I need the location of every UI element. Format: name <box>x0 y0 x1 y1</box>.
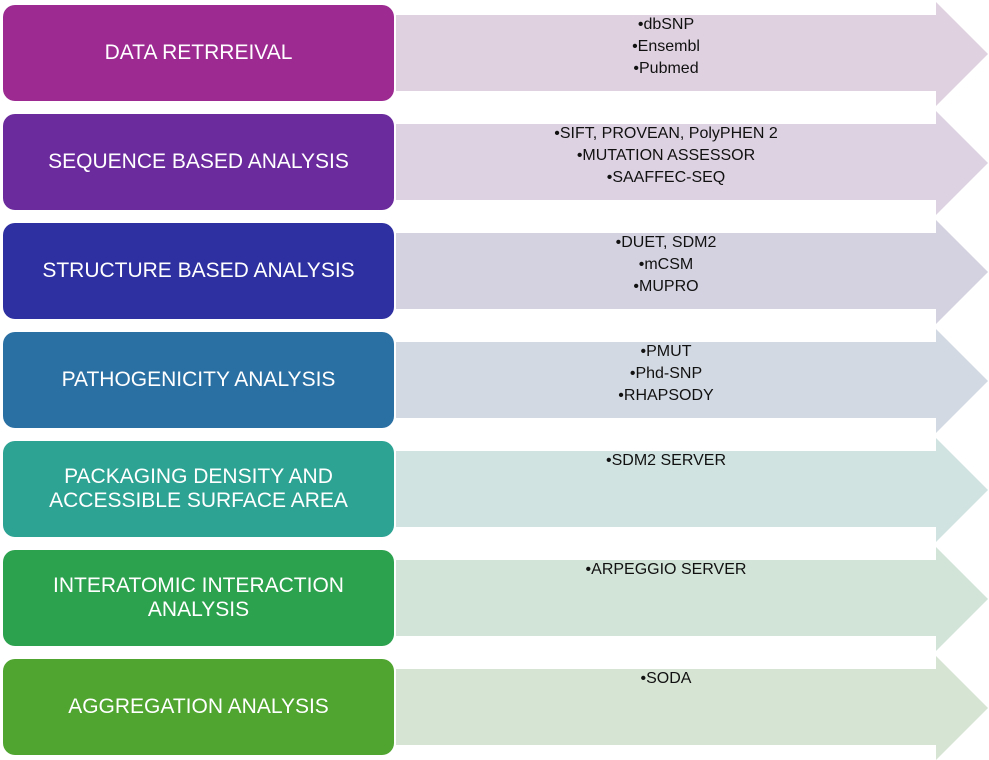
stage-label: PACKAGING DENSITY AND ACCESSIBLE SURFACE… <box>49 465 348 512</box>
tools-list: •DUET, SDM2 •mCSM •MUPRO <box>396 232 936 298</box>
tool-item: •MUTATION ASSESSOR <box>576 147 756 164</box>
arrow-shape <box>396 329 988 433</box>
tool-item: •SDM2 SERVER <box>605 452 726 469</box>
tools-arrow <box>396 111 989 215</box>
tool-item: •Ensembl <box>632 38 700 55</box>
stage-box: DATA RETRREIVAL <box>3 5 394 101</box>
tool-item: •RHAPSODY <box>618 387 714 404</box>
stage-label: INTERATOMIC INTERACTION ANALYSIS <box>53 574 344 621</box>
tool-item: •PMUT <box>640 343 692 360</box>
arrow-shape <box>396 547 988 651</box>
arrow-polygon <box>396 111 988 215</box>
arrow-polygon <box>396 329 988 433</box>
stage-row-pathogenicity: PATHOGENICITY ANALYSIS •PMUT •Phd-SNP •R… <box>0 329 989 433</box>
tool-item: •Phd-SNP <box>629 365 703 382</box>
arrow-shape <box>396 656 988 760</box>
stage-box: INTERATOMIC INTERACTION ANALYSIS <box>3 550 394 646</box>
tool-item: •ARPEGGIO SERVER <box>585 561 747 578</box>
tools-arrow <box>396 656 989 760</box>
tools-list: •dbSNP •Ensembl •Pubmed <box>396 14 936 80</box>
stage-row-data-retrieval: DATA RETRREIVAL •dbSNP •Ensembl •Pubmed <box>0 2 989 106</box>
stage-box: PACKAGING DENSITY AND ACCESSIBLE SURFACE… <box>3 441 394 537</box>
arrow-polygon <box>396 656 988 760</box>
tools-list: •PMUT •Phd-SNP •RHAPSODY <box>396 341 936 407</box>
tools-list: •SODA <box>396 668 936 690</box>
arrow-polygon <box>396 438 988 542</box>
stage-label: SEQUENCE BASED ANALYSIS <box>48 150 349 173</box>
tool-item: •dbSNP <box>637 16 695 33</box>
tool-item: •MUPRO <box>633 278 699 295</box>
stage-box: STRUCTURE BASED ANALYSIS <box>3 223 394 319</box>
tools-list: •SDM2 SERVER <box>396 450 936 472</box>
tools-arrow <box>396 329 989 433</box>
tool-item: •mCSM <box>638 256 694 273</box>
stage-label: STRUCTURE BASED ANALYSIS <box>42 259 355 282</box>
stage-box: PATHOGENICITY ANALYSIS <box>3 332 394 428</box>
tools-list: •ARPEGGIO SERVER <box>396 559 936 581</box>
tool-item: •SODA <box>640 670 692 687</box>
tool-item: •DUET, SDM2 <box>615 234 717 251</box>
arrow-shape <box>396 220 988 324</box>
stage-label: AGGREGATION ANALYSIS <box>68 695 329 718</box>
stage-row-sequence-based: SEQUENCE BASED ANALYSIS •SIFT, PROVEAN, … <box>0 111 989 215</box>
stage-box: SEQUENCE BASED ANALYSIS <box>3 114 394 210</box>
tool-item: •SIFT, PROVEAN, PolyPHEN 2 <box>554 125 778 142</box>
stage-box: AGGREGATION ANALYSIS <box>3 659 394 755</box>
tools-arrow <box>396 438 989 542</box>
arrow-shape <box>396 2 988 106</box>
arrow-polygon <box>396 547 988 651</box>
tools-list: •SIFT, PROVEAN, PolyPHEN 2 •MUTATION ASS… <box>396 123 936 189</box>
stage-row-interatomic-interaction: INTERATOMIC INTERACTION ANALYSIS •ARPEGG… <box>0 547 989 651</box>
stage-row-structure-based: STRUCTURE BASED ANALYSIS •DUET, SDM2 •mC… <box>0 220 989 324</box>
stage-row-packaging-density: PACKAGING DENSITY AND ACCESSIBLE SURFACE… <box>0 438 989 542</box>
arrow-shape <box>396 438 988 542</box>
arrow-shape <box>396 111 988 215</box>
tools-arrow <box>396 220 989 324</box>
tool-item: •SAAFFEC-SEQ <box>606 169 726 186</box>
arrow-polygon <box>396 220 988 324</box>
stage-label: DATA RETRREIVAL <box>104 41 293 64</box>
tool-item: •Pubmed <box>633 60 699 77</box>
stage-label: PATHOGENICITY ANALYSIS <box>61 368 336 391</box>
stage-row-aggregation: AGGREGATION ANALYSIS •SODA <box>0 656 989 760</box>
tools-arrow <box>396 547 989 651</box>
tools-arrow <box>396 2 989 106</box>
arrow-polygon <box>396 2 988 106</box>
